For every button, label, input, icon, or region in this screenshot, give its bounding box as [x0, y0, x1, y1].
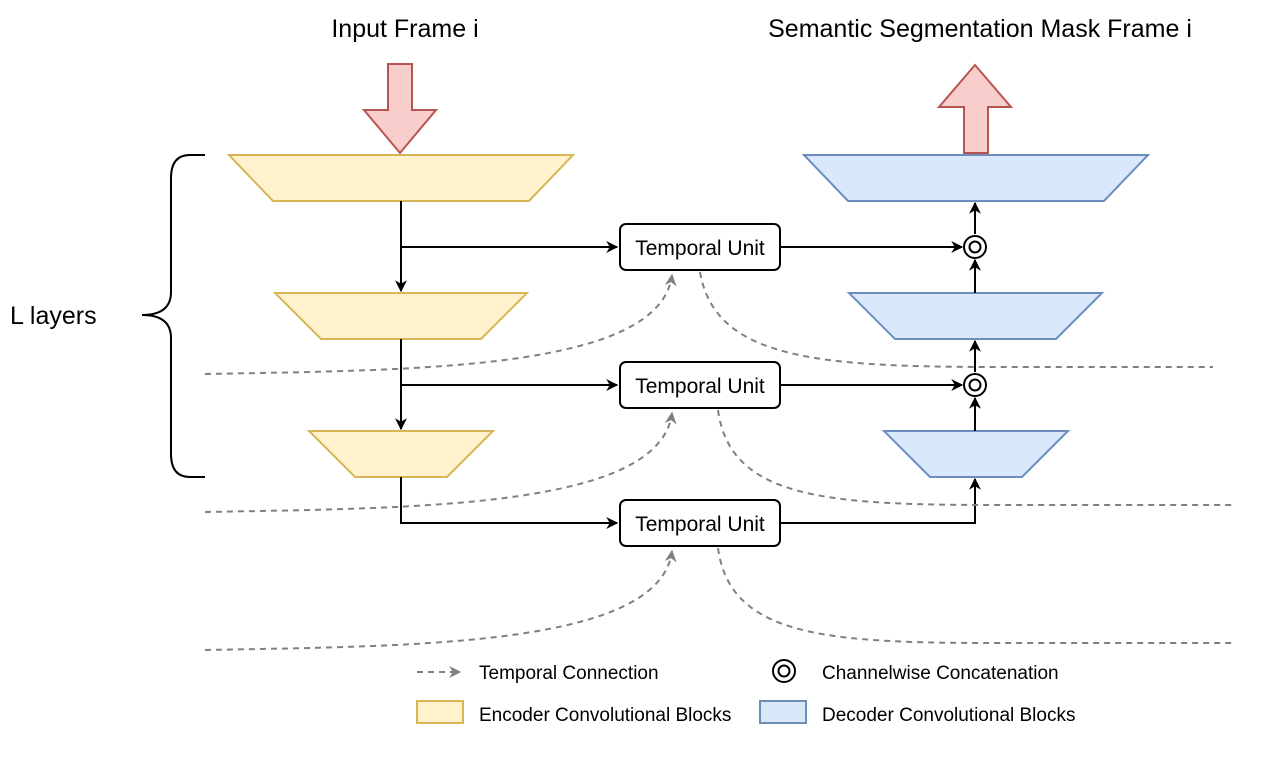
legend: Temporal Connection Channelwise Concaten…: [416, 659, 1075, 726]
temporal-unit-3: Temporal Unit: [619, 499, 781, 547]
encoder-block-2: [272, 292, 530, 340]
temporal-unit-1: Temporal Unit: [619, 223, 781, 271]
temporal-connection-in-3: [204, 549, 677, 651]
concat-symbol-icon: [963, 235, 987, 259]
legend-concat-icon: [772, 659, 796, 683]
legend-encoder-swatch: [416, 700, 464, 724]
temporal-connection-out-3: [717, 547, 1233, 644]
output-arrow: [936, 63, 1014, 154]
legend-temporal-connection: Temporal Connection: [479, 663, 659, 684]
legend-encoder-blocks: Encoder Convolutional Blocks: [479, 705, 731, 726]
output-title: Semantic Segmentation Mask Frame i: [768, 15, 1192, 43]
temporal-unit-label: Temporal Unit: [635, 237, 765, 260]
unit-to-decoder-3: [780, 477, 981, 524]
decoder-block-3: [881, 430, 1071, 478]
layers-label: L layers: [10, 302, 97, 330]
encoder-block-1: [226, 154, 576, 202]
decoder-block-1: [801, 154, 1151, 202]
temporal-unit-2: Temporal Unit: [619, 361, 781, 409]
encoder-block-3: [306, 430, 496, 478]
concat-symbol-icon: [963, 373, 987, 397]
temporal-connection-in-1: [204, 273, 677, 375]
input-arrow: [361, 63, 439, 155]
skip-connector-3: [400, 477, 619, 529]
input-title: Input Frame i: [331, 15, 478, 43]
legend-decoder-blocks: Decoder Convolutional Blocks: [822, 705, 1075, 726]
layers-brace: [141, 154, 205, 478]
temporal-unit-label: Temporal Unit: [635, 513, 765, 536]
legend-concatenation: Channelwise Concatenation: [822, 663, 1059, 684]
decoder-block-2: [846, 292, 1105, 340]
temporal-connection-in-2: [204, 411, 677, 513]
temporal-connection-out-2: [717, 409, 1233, 506]
legend-decoder-swatch: [759, 700, 807, 724]
temporal-unit-label: Temporal Unit: [635, 375, 765, 398]
temporal-connection-out-1: [699, 271, 1213, 368]
